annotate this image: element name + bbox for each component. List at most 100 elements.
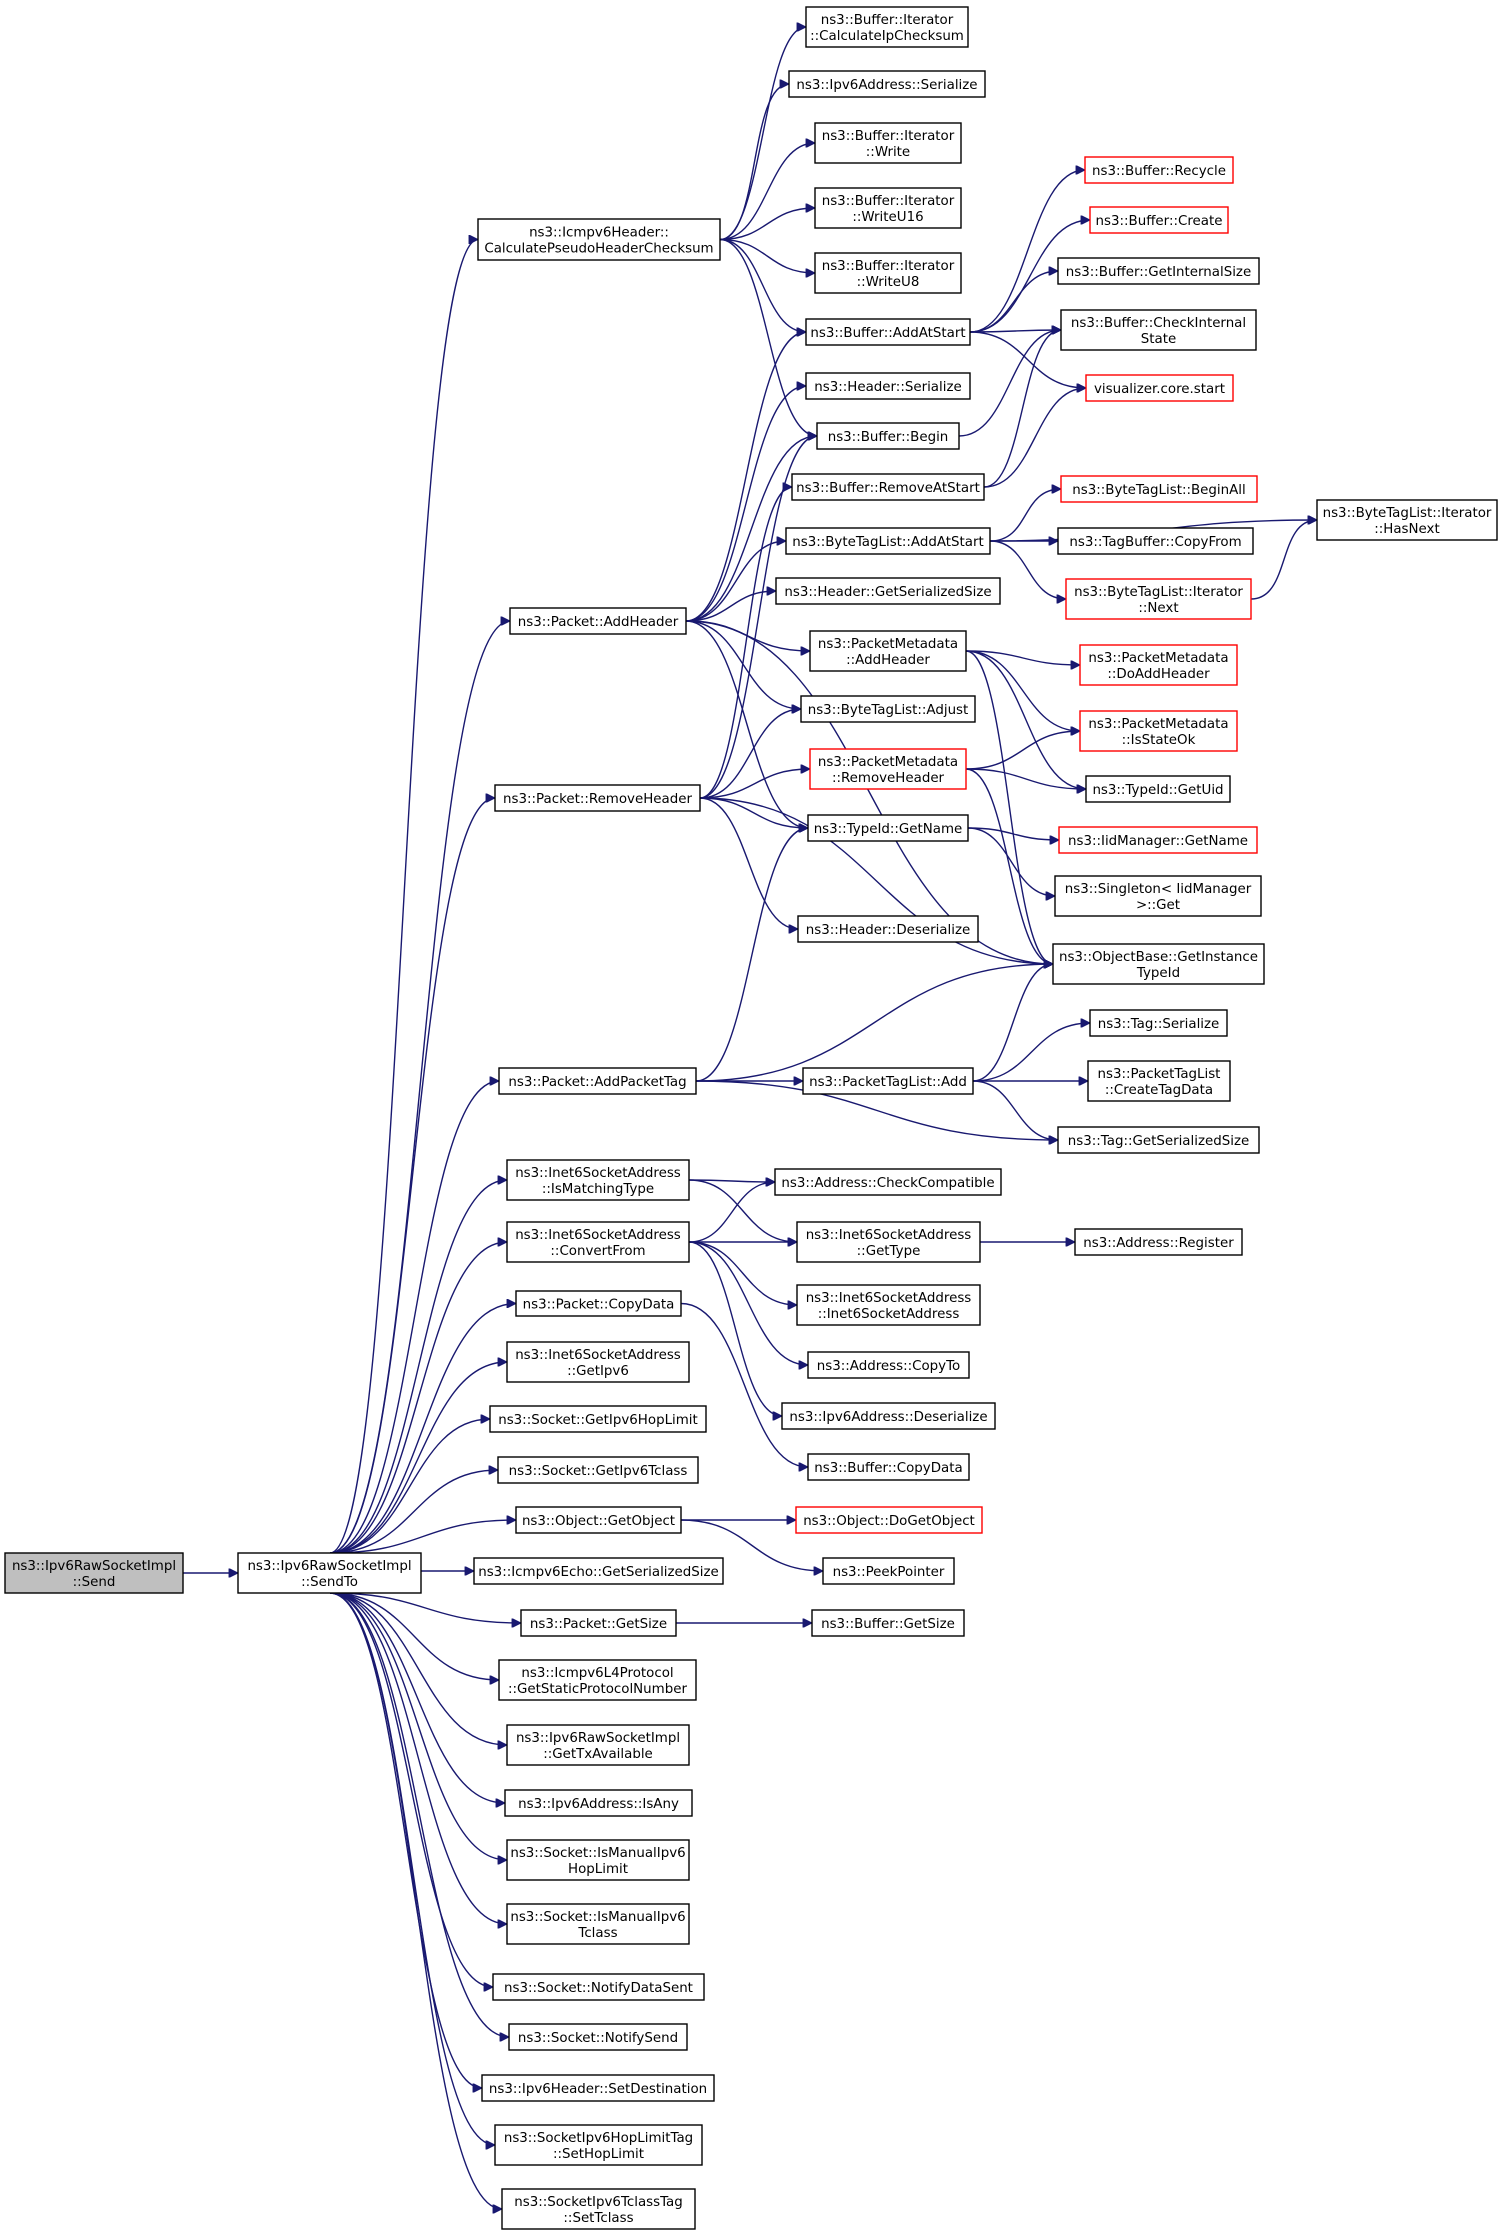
edge-arrow xyxy=(329,1362,507,1554)
node-buffer-recycle[interactable]: ns3::Buffer::Recycle xyxy=(1084,156,1234,184)
node-packettaglist-add[interactable]: ns3::PacketTagList::Add xyxy=(802,1067,974,1095)
node-bytetaglist-adjust[interactable]: ns3::ByteTagList::Adjust xyxy=(800,695,976,723)
node-address-checkcompat[interactable]: ns3::Address::CheckCompatible xyxy=(774,1168,1002,1196)
node-box xyxy=(473,1557,724,1585)
node-inet6-getipv6[interactable]: ns3::Inet6SocketAddress::GetIpv6 xyxy=(506,1341,690,1383)
node-packet-getsize[interactable]: ns3::Packet::GetSize xyxy=(520,1609,677,1637)
node-label: ns3::IidManager::GetName xyxy=(1068,834,1248,849)
node-address-register[interactable]: ns3::Address::Register xyxy=(1074,1228,1243,1256)
edge-sendto-to-inet6_ismatching xyxy=(329,1180,507,1554)
node-box xyxy=(4,1552,184,1594)
node-object-getobject[interactable]: ns3::Object::GetObject xyxy=(515,1506,682,1534)
node-inet6-ctor[interactable]: ns3::Inet6SocketAddress::Inet6SocketAddr… xyxy=(796,1284,981,1326)
node-icmpecho-getsize[interactable]: ns3::Icmpv6Echo::GetSerializedSize xyxy=(473,1557,724,1585)
node-bufit-calcip[interactable]: ns3::Buffer::Iterator::CalculateIpChecks… xyxy=(805,6,969,48)
node-packettaglist-create[interactable]: ns3::PacketTagList::CreateTagData xyxy=(1087,1060,1231,1102)
node-inet6-gettype[interactable]: ns3::Inet6SocketAddress::GetType xyxy=(796,1221,981,1263)
node-sendto[interactable]: ns3::Ipv6RawSocketImpl::SendTo xyxy=(237,1552,422,1594)
node-label: ns3::Buffer::Iterator xyxy=(821,13,954,28)
node-address-copyto[interactable]: ns3::Address::CopyTo xyxy=(807,1351,970,1379)
node-packet-removeheader[interactable]: ns3::Packet::RemoveHeader xyxy=(494,784,701,812)
edge-pm_removeheader-to-typeid_getuid xyxy=(965,768,1086,789)
node-bytetaglist-beginall[interactable]: ns3::ByteTagList::BeginAll xyxy=(1060,475,1258,503)
node-bytetaglist-addatstart[interactable]: ns3::ByteTagList::AddAtStart xyxy=(785,527,991,555)
edge-icmpcalc-to-ipv6addr_serialize xyxy=(719,84,789,241)
node-buffer-addatstart[interactable]: ns3::Buffer::AddAtStart xyxy=(805,318,971,346)
node-tag-serialize[interactable]: ns3::Tag::Serialize xyxy=(1089,1009,1228,1037)
node-visualizer-start[interactable]: visualizer.core.start xyxy=(1085,374,1234,402)
node-socket-gettclass[interactable]: ns3::Socket::GetIpv6Tclass xyxy=(497,1456,699,1484)
node-socket-notifydatasent[interactable]: ns3::Socket::NotifyDataSent xyxy=(492,1973,705,2001)
node-buffer-getinternalsize[interactable]: ns3::Buffer::GetInternalSize xyxy=(1057,257,1260,285)
edge-arrow xyxy=(695,964,1053,1082)
node-header-getsersize[interactable]: ns3::Header::GetSerializedSize xyxy=(775,577,1001,605)
node-send[interactable]: ns3::Ipv6RawSocketImpl::Send xyxy=(4,1552,184,1594)
node-socket-notifysend[interactable]: ns3::Socket::NotifySend xyxy=(508,2023,688,2051)
edge-arrow xyxy=(699,436,817,799)
node-tag-getsersize[interactable]: ns3::Tag::GetSerializedSize xyxy=(1057,1126,1260,1154)
node-bufit-write[interactable]: ns3::Buffer::Iterator::Write xyxy=(814,122,962,164)
node-pm-addheader[interactable]: ns3::PacketMetadata::AddHeader xyxy=(809,630,967,672)
edge-pm_addheader-to-pm_doaddheader xyxy=(965,650,1080,665)
edge-packet_addheader-to-header_serialize xyxy=(685,386,806,622)
node-inet6-ismatching[interactable]: ns3::Inet6SocketAddress::IsMatchingType xyxy=(506,1159,690,1201)
node-ipv6addr-isany[interactable]: ns3::Ipv6Address::IsAny xyxy=(504,1789,693,1817)
edge-arrow xyxy=(688,1241,782,1416)
node-packet-addpackettag[interactable]: ns3::Packet::AddPacketTag xyxy=(498,1067,697,1095)
node-tagbuffer-copyfrom[interactable]: ns3::TagBuffer::CopyFrom xyxy=(1057,527,1254,555)
node-packet-addheader[interactable]: ns3::Packet::AddHeader xyxy=(509,607,687,635)
node-ipv6addr-serialize[interactable]: ns3::Ipv6Address::Serialize xyxy=(788,70,986,98)
node-socket-gethoplimit[interactable]: ns3::Socket::GetIpv6HopLimit xyxy=(489,1405,707,1433)
node-btl-iter-next[interactable]: ns3::ByteTagList::Iterator::Next xyxy=(1065,578,1252,620)
node-iidmanager-getname[interactable]: ns3::IidManager::GetName xyxy=(1058,826,1258,854)
node-label: ns3::Address::Register xyxy=(1083,1236,1234,1251)
node-typeid-getuid[interactable]: ns3::TypeId::GetUid xyxy=(1085,775,1231,803)
node-raw-gettx[interactable]: ns3::Ipv6RawSocketImpl::GetTxAvailable xyxy=(506,1724,690,1766)
node-ipv6addr-deserialize[interactable]: ns3::Ipv6Address::Deserialize xyxy=(781,1402,996,1430)
node-hoplimittag-set[interactable]: ns3::SocketIpv6HopLimitTag::SetHopLimit xyxy=(494,2124,703,2166)
node-buffer-removeatstart[interactable]: ns3::Buffer::RemoveAtStart xyxy=(791,473,985,501)
edge-arrow xyxy=(680,1302,808,1468)
edge-typeid_getname-to-iidmanager_getname xyxy=(967,827,1059,840)
node-box xyxy=(506,1159,690,1201)
node-pm-removeheader[interactable]: ns3::PacketMetadata::RemoveHeader xyxy=(809,748,967,790)
node-box xyxy=(800,695,976,723)
node-bufit-writeu16[interactable]: ns3::Buffer::Iterator::WriteU16 xyxy=(814,187,962,229)
edge-packettaglist_add-to-tag_getsersize xyxy=(972,1080,1058,1140)
edge-arrow xyxy=(969,330,1061,332)
node-icmpl4-getproto[interactable]: ns3::Icmpv6L4Protocol::GetStaticProtocol… xyxy=(498,1659,697,1701)
node-btl-iter-hasnext[interactable]: ns3::ByteTagList::Iterator::HasNext xyxy=(1316,499,1498,541)
node-typeid-getname[interactable]: ns3::TypeId::GetName xyxy=(807,814,969,842)
node-ipv6header-setdest[interactable]: ns3::Ipv6Header::SetDestination xyxy=(481,2074,715,2102)
node-label: ns3::Socket::NotifySend xyxy=(518,2031,678,2046)
node-tclasstag-set[interactable]: ns3::SocketIpv6TclassTag::SetTclass xyxy=(501,2188,696,2230)
node-singleton-get[interactable]: ns3::Singleton< IidManager>::Get xyxy=(1054,875,1262,917)
node-pm-isstateok[interactable]: ns3::PacketMetadata::IsStateOk xyxy=(1079,710,1238,752)
edge-arrow xyxy=(965,650,1053,964)
node-packet-copydata[interactable]: ns3::Packet::CopyData xyxy=(515,1290,682,1317)
node-buffer-begin[interactable]: ns3::Buffer::Begin xyxy=(816,422,960,450)
edge-bytetaglist_addatstart-to-btl_iter_next xyxy=(989,540,1066,599)
node-icmpcalc[interactable]: ns3::Icmpv6Header::CalculatePseudoHeader… xyxy=(477,218,721,261)
node-bufit-writeu8[interactable]: ns3::Buffer::Iterator::WriteU8 xyxy=(814,252,962,294)
node-label: ns3::Inet6SocketAddress xyxy=(806,1228,972,1243)
node-buffer-copydata[interactable]: ns3::Buffer::CopyData xyxy=(807,1453,970,1481)
edge-arrow xyxy=(329,1470,498,1554)
edge-arrow xyxy=(329,1304,516,1554)
node-header-serialize[interactable]: ns3::Header::Serialize xyxy=(805,372,971,400)
node-buffer-create[interactable]: ns3::Buffer::Create xyxy=(1089,206,1229,234)
node-label: ns3::Buffer::CopyData xyxy=(814,1461,962,1476)
node-label: ns3::Ipv6Address::Serialize xyxy=(796,78,977,93)
node-header-deserialize[interactable]: ns3::Header::Deserialize xyxy=(797,915,979,943)
node-pm-doaddheader[interactable]: ns3::PacketMetadata::DoAddHeader xyxy=(1079,644,1238,686)
node-peekpointer[interactable]: ns3::PeekPointer xyxy=(822,1557,955,1585)
node-object-dogetobject[interactable]: ns3::Object::DoGetObject xyxy=(795,1506,983,1534)
node-inet6-convertfrom[interactable]: ns3::Inet6SocketAddress::ConvertFrom xyxy=(506,1221,690,1263)
node-box xyxy=(1087,1060,1231,1102)
node-buffer-getsize[interactable]: ns3::Buffer::GetSize xyxy=(811,1609,965,1637)
node-box xyxy=(506,1221,690,1263)
